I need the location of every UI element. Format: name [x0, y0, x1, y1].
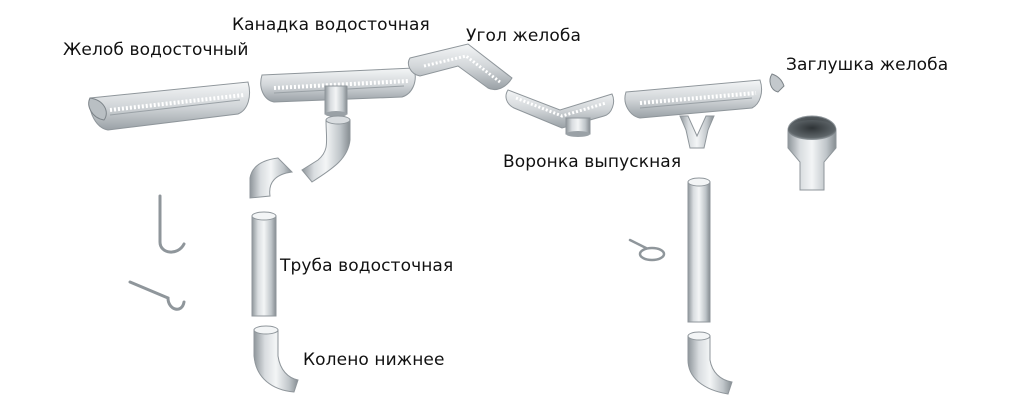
- label-lower-elbow: Колено нижнее: [303, 350, 445, 370]
- label-gutter-end-cap: Заглушка желоба: [786, 55, 949, 75]
- label-downpipe: Труба водосточная: [280, 256, 454, 276]
- label-outlet-funnel: Воронка выпускная: [503, 152, 682, 172]
- gutter-corner-section: [407, 43, 513, 91]
- pipe-branch-right: [679, 115, 715, 149]
- gutter-hook-brackets: [128, 194, 186, 311]
- gutter-section-right: [624, 79, 763, 119]
- label-gutter-connector: Канадка водосточная: [232, 15, 430, 35]
- label-gutter: Желоб водосточный: [63, 40, 249, 60]
- outlet-funnel-section: [505, 89, 615, 137]
- gutter-end-cap: [769, 73, 785, 93]
- downpipe-left: [251, 211, 277, 317]
- upper-elbow-left: [249, 115, 351, 199]
- pipe-reducer: [787, 115, 837, 191]
- lower-elbow-left: [253, 325, 299, 393]
- downpipe-right: [687, 177, 711, 323]
- gutter-connector-section: [260, 67, 416, 117]
- lower-elbow-right: [687, 331, 733, 395]
- pipe-clamp-bracket: [628, 238, 666, 262]
- gutter-section-left: [88, 81, 251, 131]
- label-gutter-corner: Угол желоба: [466, 26, 582, 46]
